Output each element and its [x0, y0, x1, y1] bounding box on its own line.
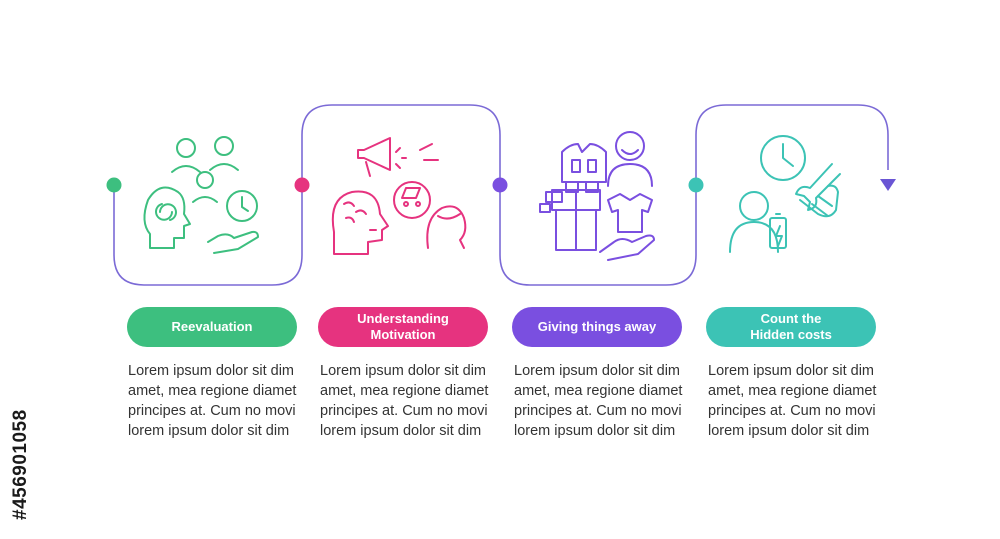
step-label-text: Giving things away [537, 319, 657, 334]
step-description-2: Lorem ipsum dolor sit dim amet, mea regi… [320, 361, 492, 441]
step-label-count-hidden-costs: Count the Hidden costs [706, 307, 876, 347]
desc-line: principes at. Cum no movi [708, 403, 876, 419]
desc-line: lorem ipsum dolor sit dim [708, 423, 870, 439]
desc-line: Lorem ipsum dolor sit dim [708, 363, 874, 379]
desc-line: principes at. Cum no movi [514, 403, 682, 419]
step-label-text: Understanding Motivation [357, 311, 449, 342]
step-dot-2 [294, 177, 310, 193]
step-label-text: Reevaluation [171, 319, 253, 334]
step-label-giving-things-away: Giving things away [512, 307, 682, 347]
desc-line: Lorem ipsum dolor sit dim [128, 363, 294, 379]
desc-line: amet, mea regione diamet [320, 383, 489, 399]
desc-line: principes at. Cum no movi [128, 403, 296, 419]
reevaluation-icon [143, 136, 259, 254]
step-description-3: Lorem ipsum dolor sit dim amet, mea regi… [514, 361, 686, 441]
desc-line: amet, mea regione diamet [128, 383, 297, 399]
desc-line: Lorem ipsum dolor sit dim [320, 363, 486, 379]
step-label-text: Count the Hidden costs [750, 311, 832, 342]
motivation-icon [331, 137, 467, 255]
step-dot-3 [492, 177, 508, 193]
desc-line: principes at. Cum no movi [320, 403, 488, 419]
arrow-head-icon [880, 179, 896, 191]
timeline-connector [113, 104, 889, 286]
desc-line: lorem ipsum dolor sit dim [514, 423, 676, 439]
desc-line: amet, mea regione diamet [708, 383, 877, 399]
step-description-4: Lorem ipsum dolor sit dim amet, mea regi… [708, 361, 880, 441]
giving-away-icon [539, 131, 655, 261]
desc-line: Lorem ipsum dolor sit dim [514, 363, 680, 379]
desc-line: lorem ipsum dolor sit dim [128, 423, 290, 439]
step-label-reevaluation: Reevaluation [127, 307, 297, 347]
desc-line: amet, mea regione diamet [514, 383, 683, 399]
desc-line: lorem ipsum dolor sit dim [320, 423, 482, 439]
step-dot-1 [106, 177, 122, 193]
step-label-understanding-motivation: Understanding Motivation [318, 307, 488, 347]
step-dot-4 [688, 177, 704, 193]
hidden-costs-icon [729, 135, 841, 253]
step-description-1: Lorem ipsum dolor sit dim amet, mea regi… [128, 361, 300, 441]
